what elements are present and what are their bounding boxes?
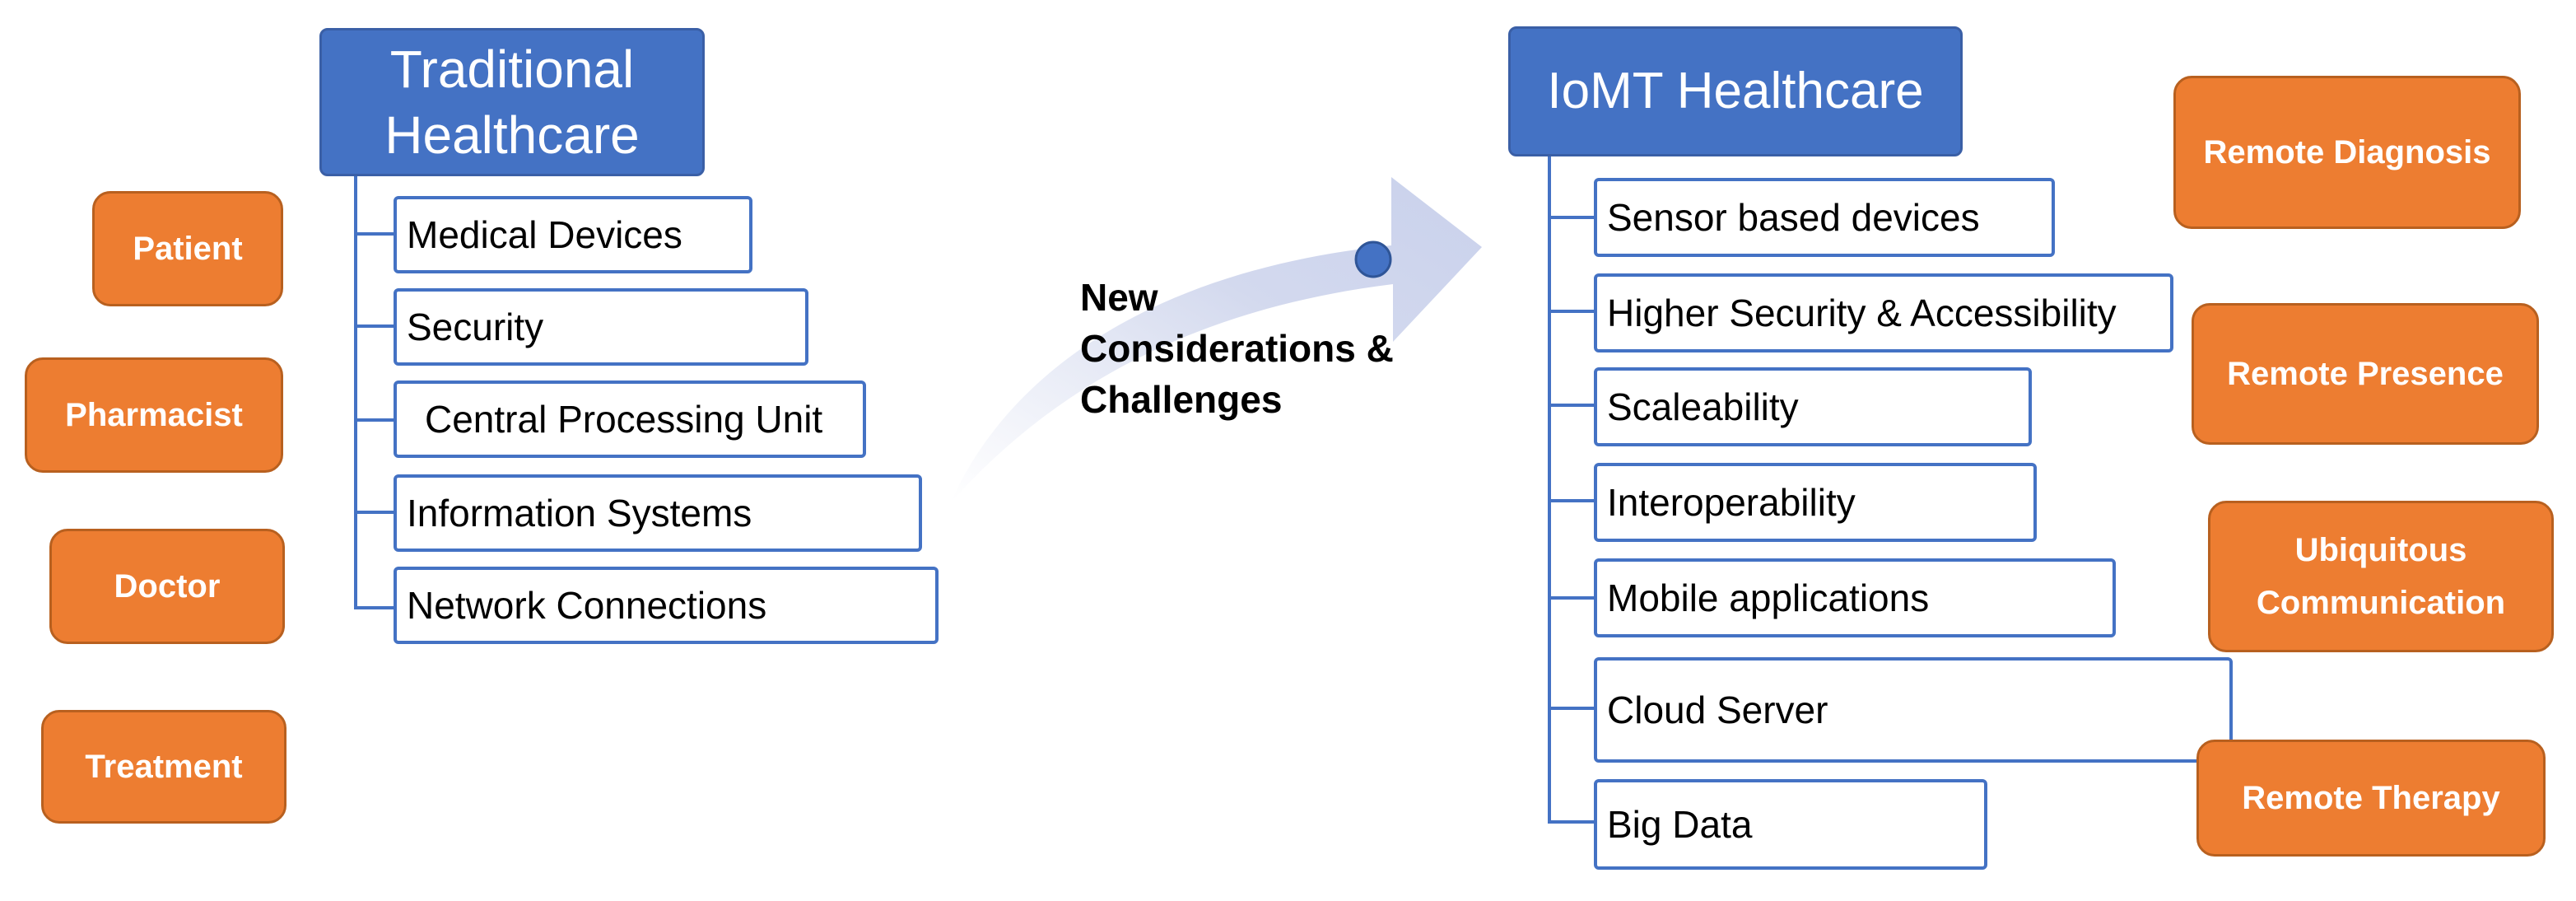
iomt-item-scaleability: Scaleability xyxy=(1594,367,2032,446)
traditional-item-central-processing-unit: Central Processing Unit xyxy=(394,380,866,458)
service-remote-therapy: Remote Therapy xyxy=(2196,740,2546,857)
arrow-dot xyxy=(1354,240,1392,278)
traditional-tree-trunk xyxy=(354,176,357,609)
transition-label: New Considerations & Challenges xyxy=(1080,276,1394,421)
traditional-item-information-systems: Information Systems xyxy=(394,474,922,552)
iomt-item-higher-security: Higher Security & Accessibility xyxy=(1594,273,2173,352)
iomt-healthcare-header: IoMT Healthcare xyxy=(1508,26,1963,156)
traditional-item-security: Security xyxy=(394,288,808,366)
traditional-item-medical-devices: Medical Devices xyxy=(394,196,752,273)
traditional-item-network-connections: Network Connections xyxy=(394,567,939,644)
actor-doctor: Doctor xyxy=(49,529,285,644)
service-remote-presence: Remote Presence xyxy=(2192,303,2539,445)
actor-patient: Patient xyxy=(92,191,283,306)
iomt-item-big-data: Big Data xyxy=(1594,779,1987,870)
service-ubiquitous-communication: Ubiquitous Communication xyxy=(2208,501,2554,652)
actor-pharmacist: Pharmacist xyxy=(25,357,283,473)
iomt-item-mobile-applications: Mobile applications xyxy=(1594,558,2116,637)
service-remote-diagnosis: Remote Diagnosis xyxy=(2173,76,2521,229)
iomt-item-sensor-based-devices: Sensor based devices xyxy=(1594,178,2055,257)
iomt-tree-trunk xyxy=(1548,156,1551,824)
traditional-healthcare-header: Traditional Healthcare xyxy=(319,28,705,176)
iomt-item-cloud-server: Cloud Server xyxy=(1594,657,2233,763)
actor-treatment: Treatment xyxy=(41,710,286,824)
iomt-item-interoperability: Interoperability xyxy=(1594,463,2037,542)
